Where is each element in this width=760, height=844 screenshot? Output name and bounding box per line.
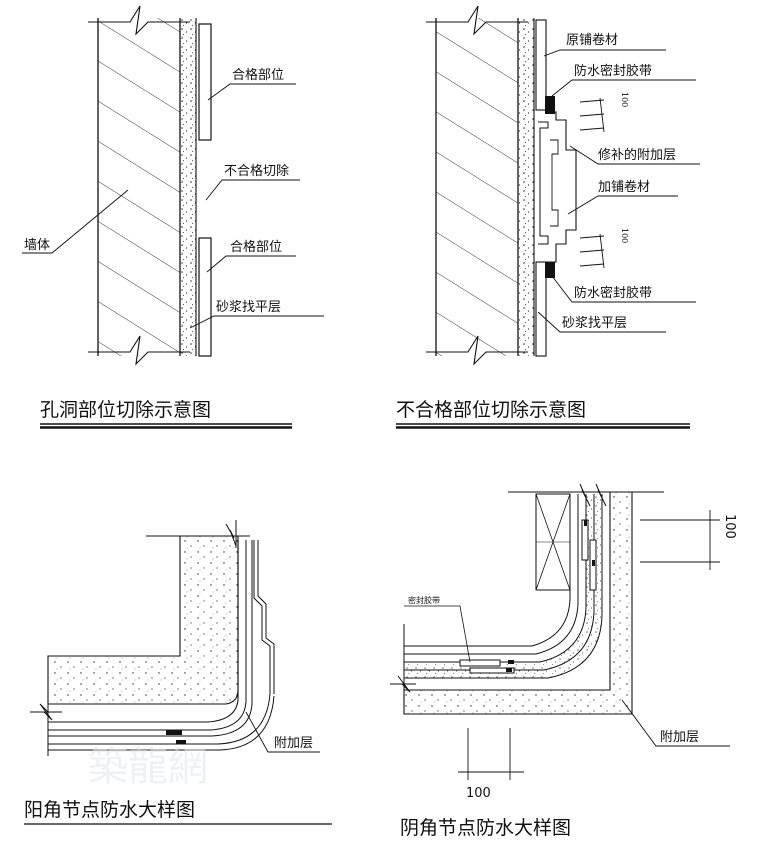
label-unqualified-cut: 不合格切除 [224,163,289,179]
membrane-bottom [198,237,212,357]
sealing-tape-top [545,96,555,114]
dimension-text-top: 100 [620,92,629,107]
dimension-right [640,510,720,570]
dimension-mark-top [579,97,605,133]
mortar-layer [180,18,196,356]
label-sealing-tape-top: 防水密封胶带 [574,63,652,79]
figure-hole-cut: 合格部位 不合格切除 墙体 合格部位 砂浆找平层 孔洞部位切除示意图 [22,5,324,429]
figure-internal-corner: 密封胶带 100 100 附加层 阴角节点防水大样图 [390,483,737,839]
label-additional-layer-2: 附加层 [660,730,699,745]
label-sealing-tape-bottom: 防水密封胶带 [574,285,652,301]
label-original-membrane: 原铺卷材 [566,32,618,48]
sealing-tape-bottom [545,262,555,278]
break-line-top [88,5,190,36]
caption-internal-corner: 阴角节点防水大样图 [400,817,571,839]
label-sealing-tape: 密封胶带 [408,595,440,605]
label-repair-layer: 修补的附加层 [598,147,676,163]
caption-hole-cut: 孔洞部位切除示意图 [40,399,211,421]
watermark: 築龍網 [88,744,208,790]
label-qualified-bottom: 合格部位 [230,239,282,255]
label-additional-layer-1: 附加层 [274,736,313,751]
dimension-mark-bottom [579,233,605,269]
break-line-bottom [88,335,190,366]
label-qualified-top: 合格部位 [232,67,284,83]
label-mortar-leveling-2: 砂浆找平层 [562,316,627,331]
label-added-membrane: 加铺卷材 [598,179,650,195]
dimension-side-text: 100 [722,514,737,539]
label-mortar-leveling-1: 砂浆找平层 [216,300,281,315]
wall-hatch [98,18,180,356]
concrete-body [47,535,239,705]
membrane-top [198,23,212,141]
figure-external-corner: 附加层 阳角节点防水大样图 [24,520,332,825]
figure-unqualified-cut: 100 100 原铺卷材 防水密封胶带 修补的附加层 加铺卷材 防水密封胶带 砂… [396,5,700,429]
wall-hatch-2 [436,18,518,356]
caption-external-corner: 阳角节点防水大样图 [24,799,195,821]
dimension-bottom-text: 100 [466,786,491,801]
dimension-bottom [458,728,524,780]
label-wall: 墙体 [24,238,50,253]
caption-unqualified-cut: 不合格部位切除示意图 [396,399,586,421]
dimension-text-bottom: 100 [620,228,629,243]
mortar-layer-2 [518,18,534,356]
